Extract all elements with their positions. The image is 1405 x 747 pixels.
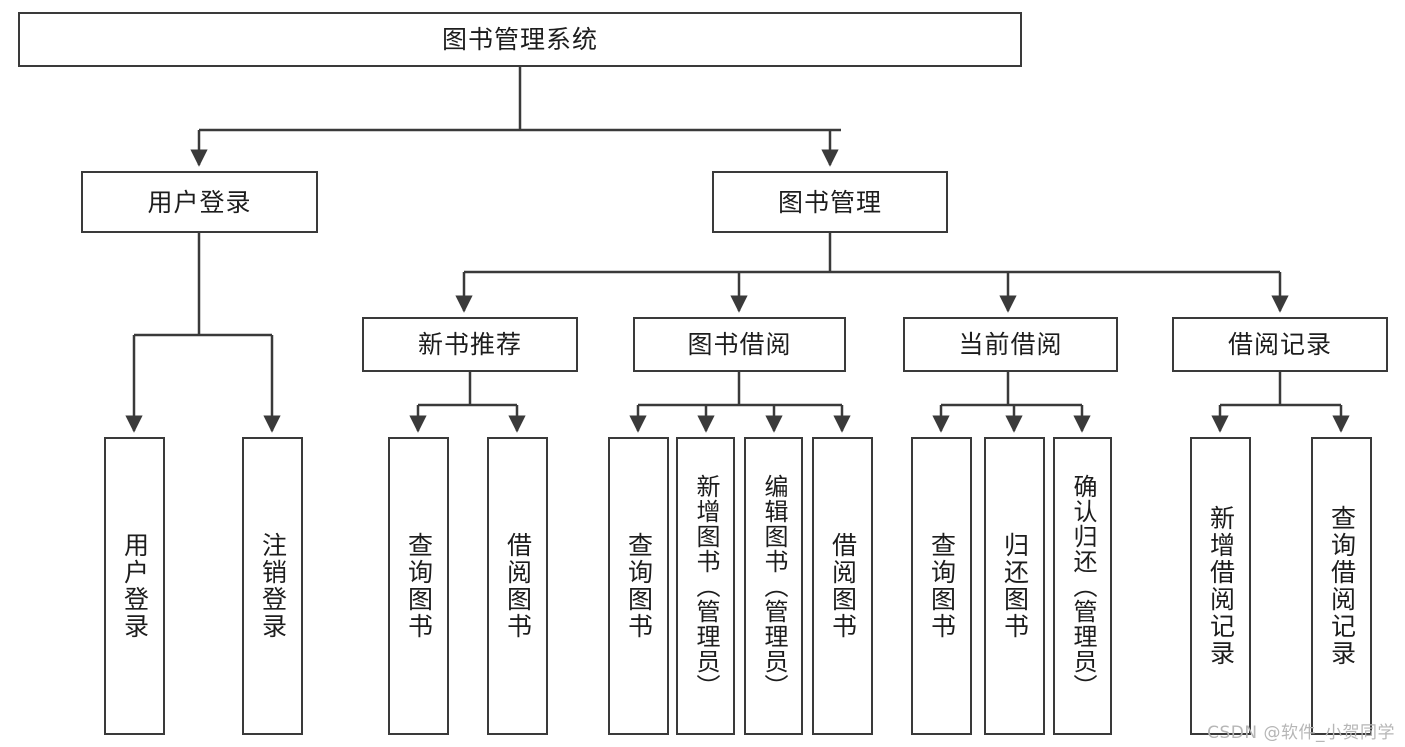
node-leaf-user-login[interactable]: 用户登录 <box>104 437 165 735</box>
node-current-borrow[interactable]: 当前借阅 <box>903 317 1118 372</box>
node-leaf-add-borrow-record-label: 新增借阅记录 <box>1206 505 1236 667</box>
node-book-borrow-label: 图书借阅 <box>687 330 792 359</box>
node-leaf-borrow-book-label: 借阅图书 <box>828 532 858 640</box>
node-current-borrow-label: 当前借阅 <box>958 330 1063 359</box>
node-leaf-query-borrow-record[interactable]: 查询借阅记录 <box>1311 437 1372 735</box>
node-leaf-add-book-admin-label: 新增图书（管理员） <box>691 473 720 699</box>
node-borrow-record-label: 借阅记录 <box>1227 330 1332 359</box>
node-leaf-edit-book-admin-label: 编辑图书（管理员） <box>759 473 788 699</box>
node-book-management[interactable]: 图书管理 <box>712 171 948 233</box>
node-borrow-record[interactable]: 借阅记录 <box>1172 317 1388 372</box>
node-new-book-recommend-label: 新书推荐 <box>417 330 522 359</box>
node-leaf-query-book-recommend[interactable]: 查询图书 <box>388 437 449 735</box>
node-leaf-borrow-book-recommend[interactable]: 借阅图书 <box>487 437 548 735</box>
node-leaf-confirm-return-admin-label: 确认归还（管理员） <box>1068 473 1097 699</box>
node-leaf-add-borrow-record[interactable]: 新增借阅记录 <box>1190 437 1251 735</box>
node-leaf-borrow-book-recommend-label: 借阅图书 <box>503 532 533 640</box>
node-leaf-add-book-admin[interactable]: 新增图书（管理员） <box>676 437 735 735</box>
node-leaf-edit-book-admin[interactable]: 编辑图书（管理员） <box>744 437 803 735</box>
node-book-borrow[interactable]: 图书借阅 <box>633 317 846 372</box>
node-leaf-query-book-borrow-label: 查询图书 <box>624 532 654 640</box>
node-leaf-return-book[interactable]: 归还图书 <box>984 437 1045 735</box>
node-book-management-label: 图书管理 <box>777 187 882 217</box>
node-leaf-confirm-return-admin[interactable]: 确认归还（管理员） <box>1053 437 1112 735</box>
node-leaf-borrow-book[interactable]: 借阅图书 <box>812 437 873 735</box>
node-new-book-recommend[interactable]: 新书推荐 <box>362 317 578 372</box>
node-user-login-label: 用户登录 <box>147 187 252 217</box>
node-root-label: 图书管理系统 <box>441 25 598 54</box>
node-leaf-query-book-current[interactable]: 查询图书 <box>911 437 972 735</box>
node-leaf-user-login-label: 用户登录 <box>120 532 150 640</box>
node-leaf-query-book-borrow[interactable]: 查询图书 <box>608 437 669 735</box>
node-leaf-user-logout-label: 注销登录 <box>258 532 288 640</box>
node-leaf-query-book-current-label: 查询图书 <box>927 532 957 640</box>
node-root[interactable]: 图书管理系统 <box>18 12 1022 67</box>
node-leaf-user-logout[interactable]: 注销登录 <box>242 437 303 735</box>
node-leaf-return-book-label: 归还图书 <box>1000 532 1030 640</box>
node-leaf-query-book-recommend-label: 查询图书 <box>404 532 434 640</box>
watermark-text: CSDN @软件_小贺同学 <box>1207 723 1395 743</box>
node-user-login[interactable]: 用户登录 <box>81 171 318 233</box>
node-leaf-query-borrow-record-label: 查询借阅记录 <box>1327 505 1357 667</box>
